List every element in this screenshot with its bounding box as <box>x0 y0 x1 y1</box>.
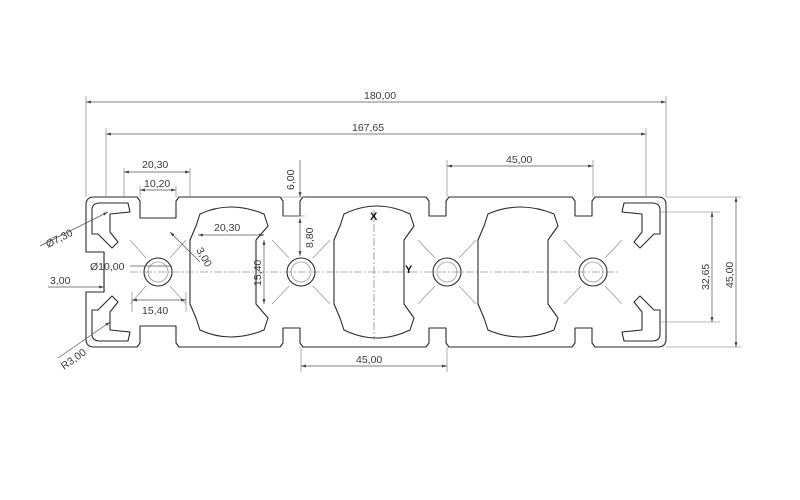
dim-fillet: R3,00 <box>59 346 89 372</box>
left-slot-cutout <box>86 251 105 293</box>
corner-channel-bottom-right <box>621 295 661 342</box>
dim-line-fillet <box>57 321 111 359</box>
dim-corner-hole: Ø7,30 <box>44 227 75 251</box>
dim-overall-height: 45,00 <box>724 262 736 288</box>
dim-line-corner-hole <box>39 211 109 247</box>
dim-core-width: 15,40 <box>142 305 168 317</box>
dim-wall: 8,80 <box>304 227 316 248</box>
dim-slot-span: 167,65 <box>352 122 384 134</box>
dim-core-hole: Ø10,00 <box>90 261 125 273</box>
dim-pitch-top: 45,00 <box>506 154 532 166</box>
dim-slot-inner: 10,20 <box>144 178 170 190</box>
axis-label-y: Y <box>405 264 413 276</box>
dim-slot-depth: 6,00 <box>285 169 297 190</box>
dim-slot-width-mid: 20,30 <box>214 222 240 234</box>
dim-core-height: 15,40 <box>252 260 264 286</box>
corner-channel-bottom-left <box>91 295 131 342</box>
dim-overall-width: 180,00 <box>364 90 396 102</box>
dim-rib-left: 3,00 <box>50 275 71 287</box>
web-lines <box>129 239 623 305</box>
axis-label-x: X <box>370 211 378 223</box>
dim-slot-outer: 20,30 <box>142 159 168 171</box>
corner-channel-top-right <box>621 202 661 249</box>
corner-channel-top-left <box>91 202 131 249</box>
dim-line-rib-diagonal <box>169 231 201 263</box>
dim-inner-height: 32,65 <box>700 264 712 290</box>
dim-pitch-bottom: 45,00 <box>356 354 382 366</box>
